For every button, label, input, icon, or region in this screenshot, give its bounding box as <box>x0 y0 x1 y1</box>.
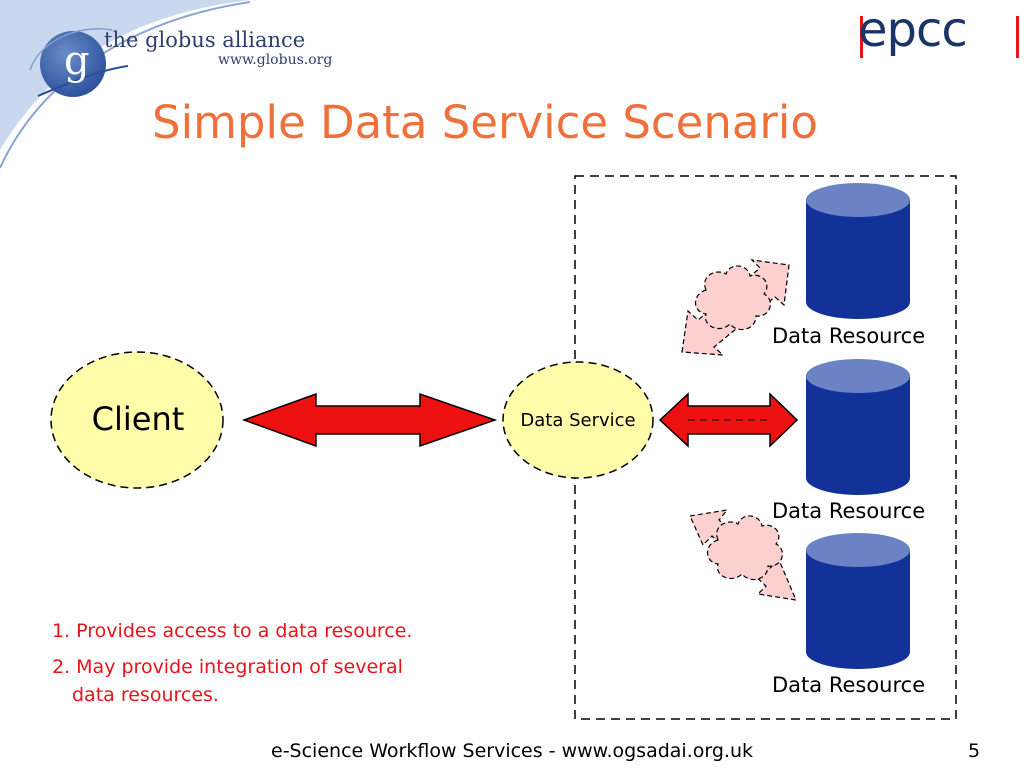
page-number: 5 <box>968 740 981 762</box>
data-resource-label-2: Data Resource <box>772 499 926 523</box>
data-resource-cylinder-3 <box>806 533 910 669</box>
note-item-2-line1: 2. May provide integration of several <box>52 656 403 678</box>
slide-title: Simple Data Service Scenario <box>152 96 818 149</box>
note-item-1: 1. Provides access to a data resource. <box>52 620 413 642</box>
note-item-2-line2: data resources. <box>72 684 219 706</box>
globus-url: www.globus.org <box>218 52 333 68</box>
epcc-bar-right <box>1016 16 1019 58</box>
upper-cloud-arrow <box>681 259 790 356</box>
globus-logo-letter: g <box>64 38 90 84</box>
client-node <box>50 351 224 489</box>
data-resource-cylinder-2 <box>806 359 910 495</box>
globus-logo-icon <box>29 28 129 97</box>
epcc-logo: epcc <box>858 2 968 58</box>
client-service-arrow <box>241 392 498 448</box>
data-resource-cylinder-1 <box>806 183 910 319</box>
data-service-label: Data Service <box>520 410 636 431</box>
epcc-bar-left <box>860 16 863 58</box>
data-resource-label-3: Data Resource <box>772 673 926 697</box>
lower-cloud-arrow <box>689 509 797 601</box>
data-resource-label-1: Data Resource <box>772 324 926 348</box>
data-service-node <box>502 361 654 479</box>
footer-text: e-Science Workflow Services - www.ogsada… <box>271 740 753 762</box>
client-label: Client <box>91 400 185 438</box>
globus-alliance-name: the globus alliance <box>104 28 306 52</box>
